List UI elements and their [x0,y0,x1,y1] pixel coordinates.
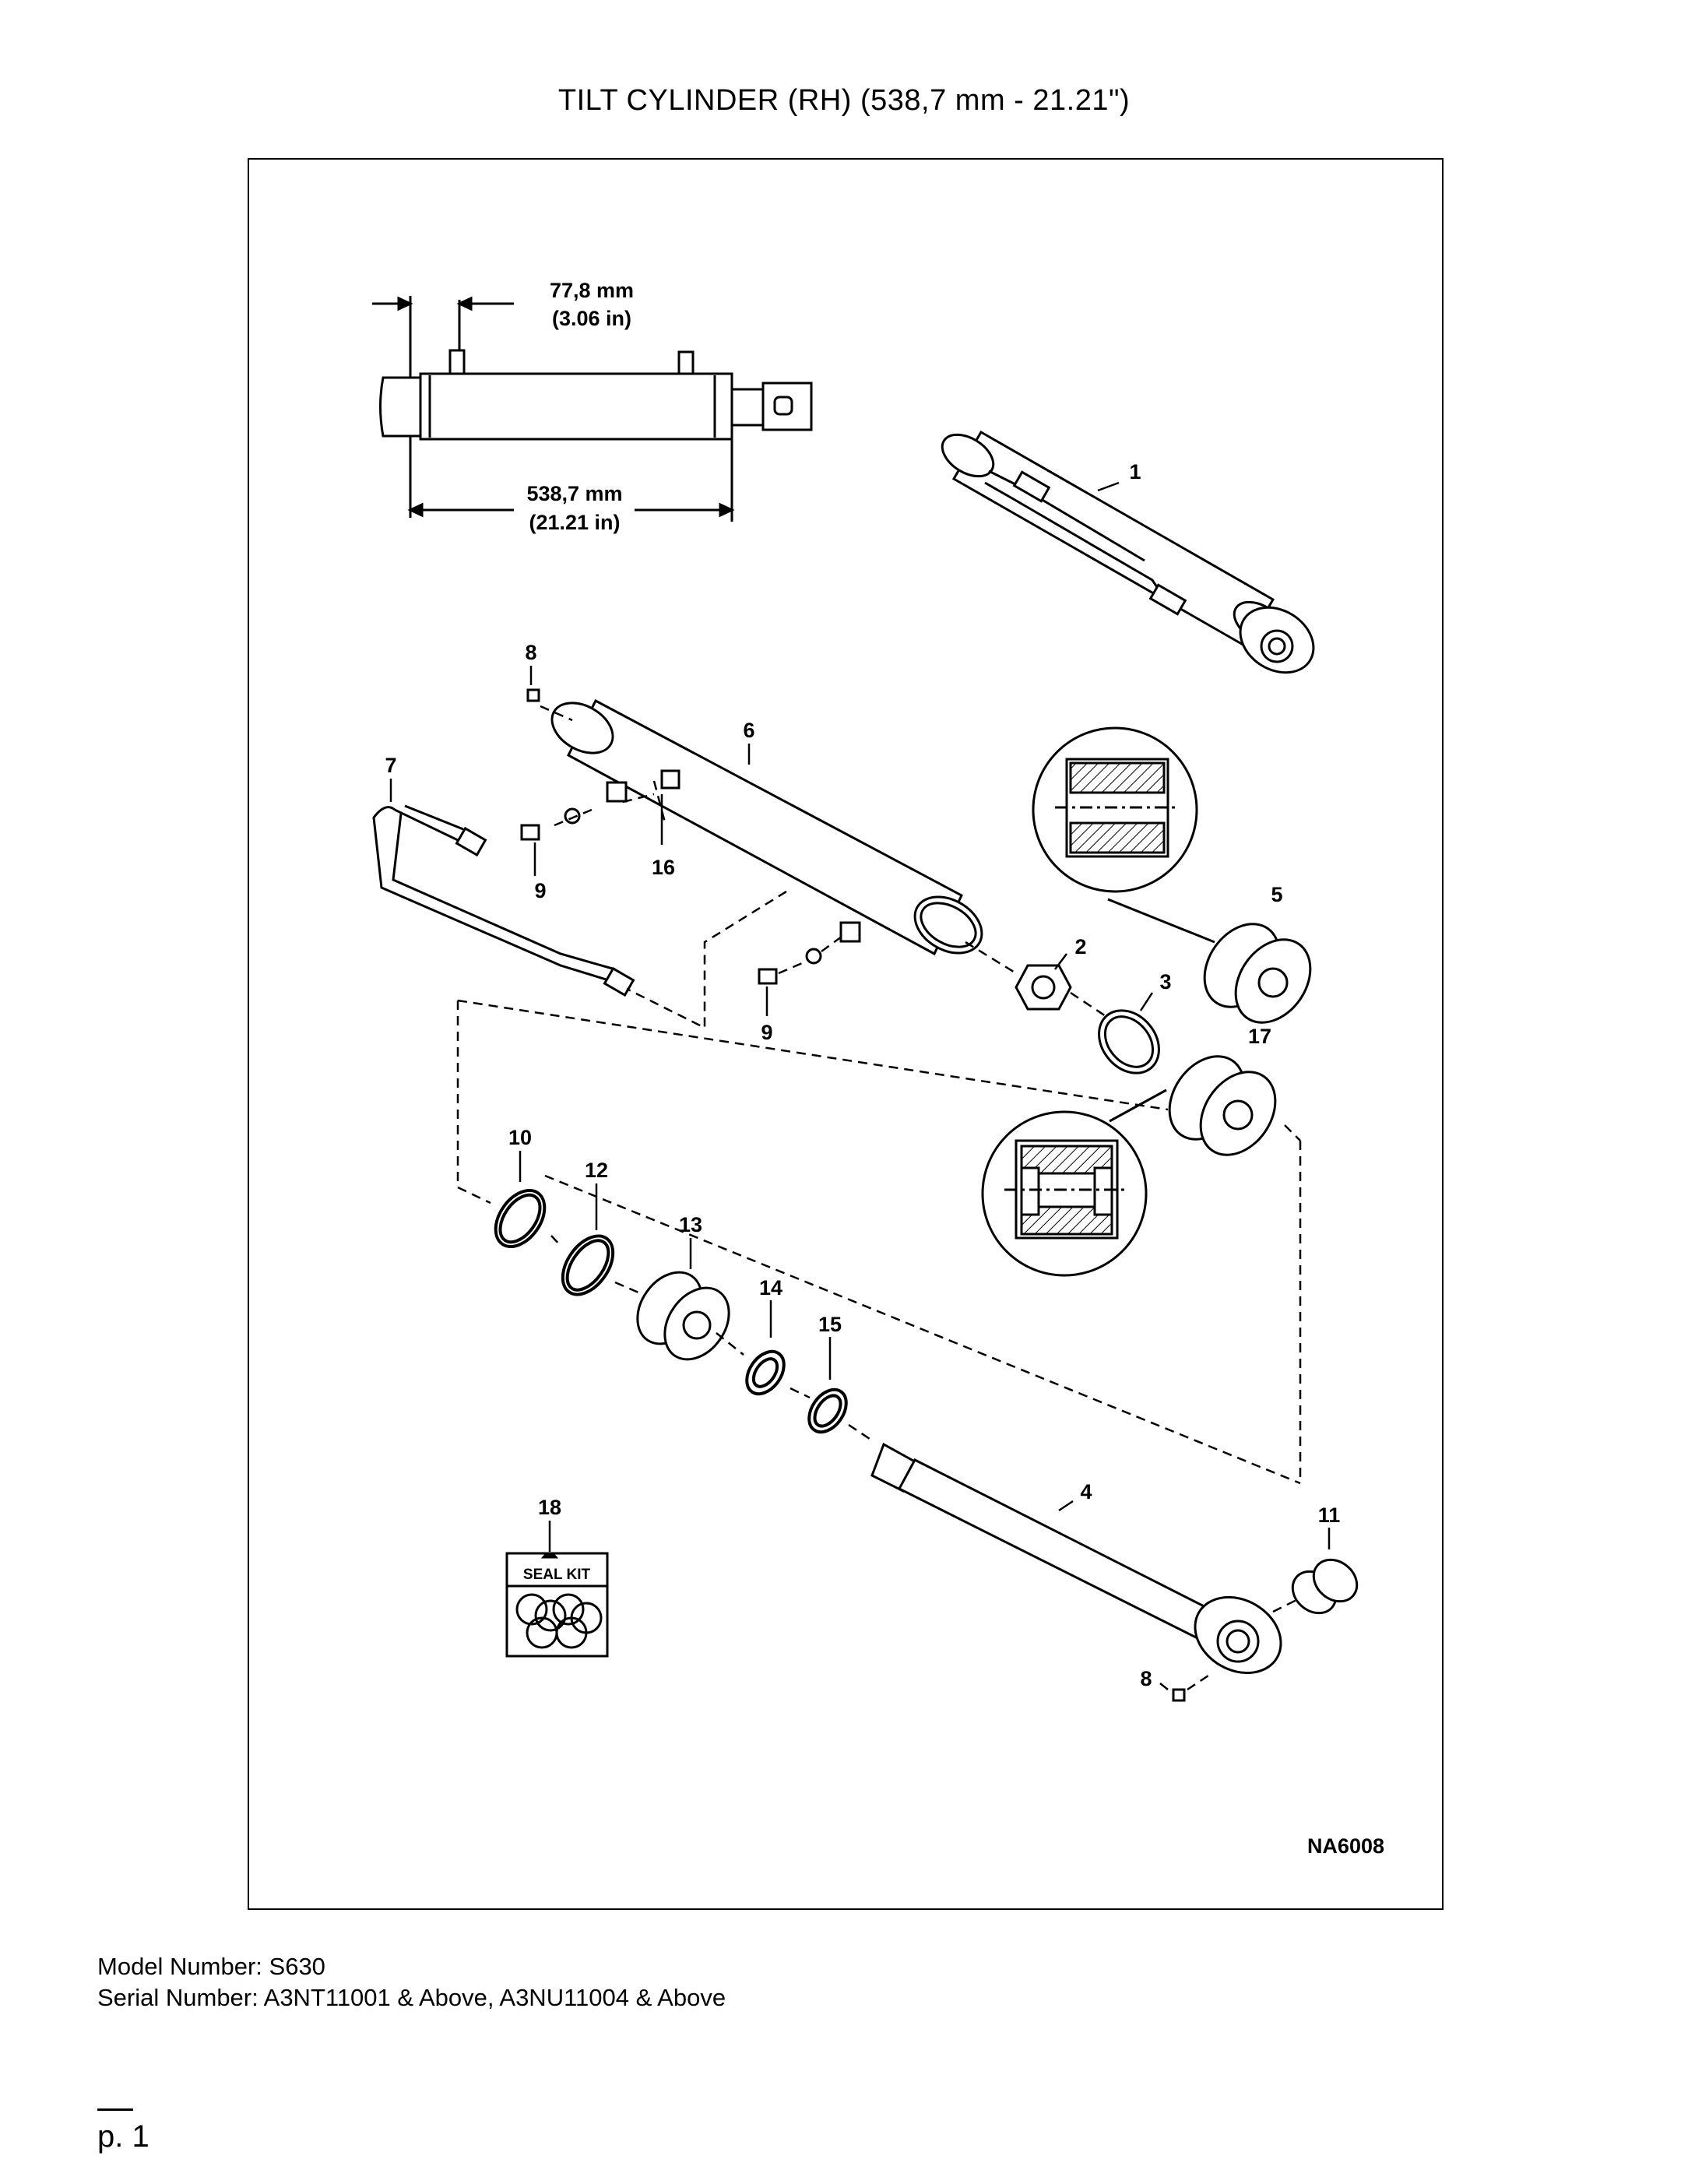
diagram-frame [248,158,1444,1910]
part-6-barrel [550,698,983,956]
callout-leaders [389,481,1331,1690]
port-offset-mm: 77,8 mm [550,279,634,302]
port-offset-in: (3.06 in) [552,307,631,330]
callout-17: 17 [1248,1025,1271,1048]
model-number: Model Number: S630 [97,1953,325,1980]
part-1-assembled-cylinder [941,430,1315,674]
callout-12: 12 [585,1159,608,1182]
length-mm: 538,7 mm [526,482,622,505]
serial-number: Serial Number: A3NT11001 & Above, A3NU11… [97,1984,726,2011]
callout-15: 15 [818,1313,842,1336]
callout-9-top: 9 [534,879,546,902]
part-18-seal-kit [505,1552,609,1658]
callout-8-top: 8 [525,641,536,664]
part-11-bushing [1291,1558,1359,1615]
callout-18: 18 [538,1496,561,1519]
page-mark [97,2108,133,2111]
part-5-piston [1203,923,1312,1024]
callout-11: 11 [1318,1503,1341,1527]
page-number: p. 1 [97,2119,149,2154]
dimension-view [372,296,813,522]
callout-3: 3 [1159,970,1171,994]
page-title: TILT CYLINDER (RH) (538,7 mm - 21.21") [557,84,1131,117]
drawing-number: NA6008 [1307,1834,1384,1858]
callout-10: 10 [508,1126,532,1149]
part-7-tube-line [372,804,635,997]
callout-5: 5 [1271,883,1282,906]
callout-4: 4 [1080,1480,1092,1503]
length-in: (21.21 in) [529,511,620,534]
small-fittings [520,688,1186,1702]
detail-piston-17-section [981,1088,1167,1277]
assembly-lines [456,705,1302,1691]
seal-rings [494,1188,848,1434]
part-13-rod-guide [636,1271,730,1361]
callout-16: 16 [652,856,675,879]
callout-1: 1 [1129,460,1141,484]
part-17-piston [1168,1055,1277,1156]
callout-14: 14 [759,1276,782,1299]
detail-piston-5-section [1032,726,1215,944]
seal-kit-label: SEAL KIT [523,1567,591,1583]
part-4-rod [870,1442,1282,1675]
callout-7: 7 [385,754,396,777]
callout-6: 6 [743,719,754,742]
callout-13: 13 [679,1213,702,1236]
callout-2: 2 [1074,935,1086,958]
callout-9-bottom: 9 [761,1021,772,1044]
callout-8-bottom: 8 [1140,1667,1152,1690]
